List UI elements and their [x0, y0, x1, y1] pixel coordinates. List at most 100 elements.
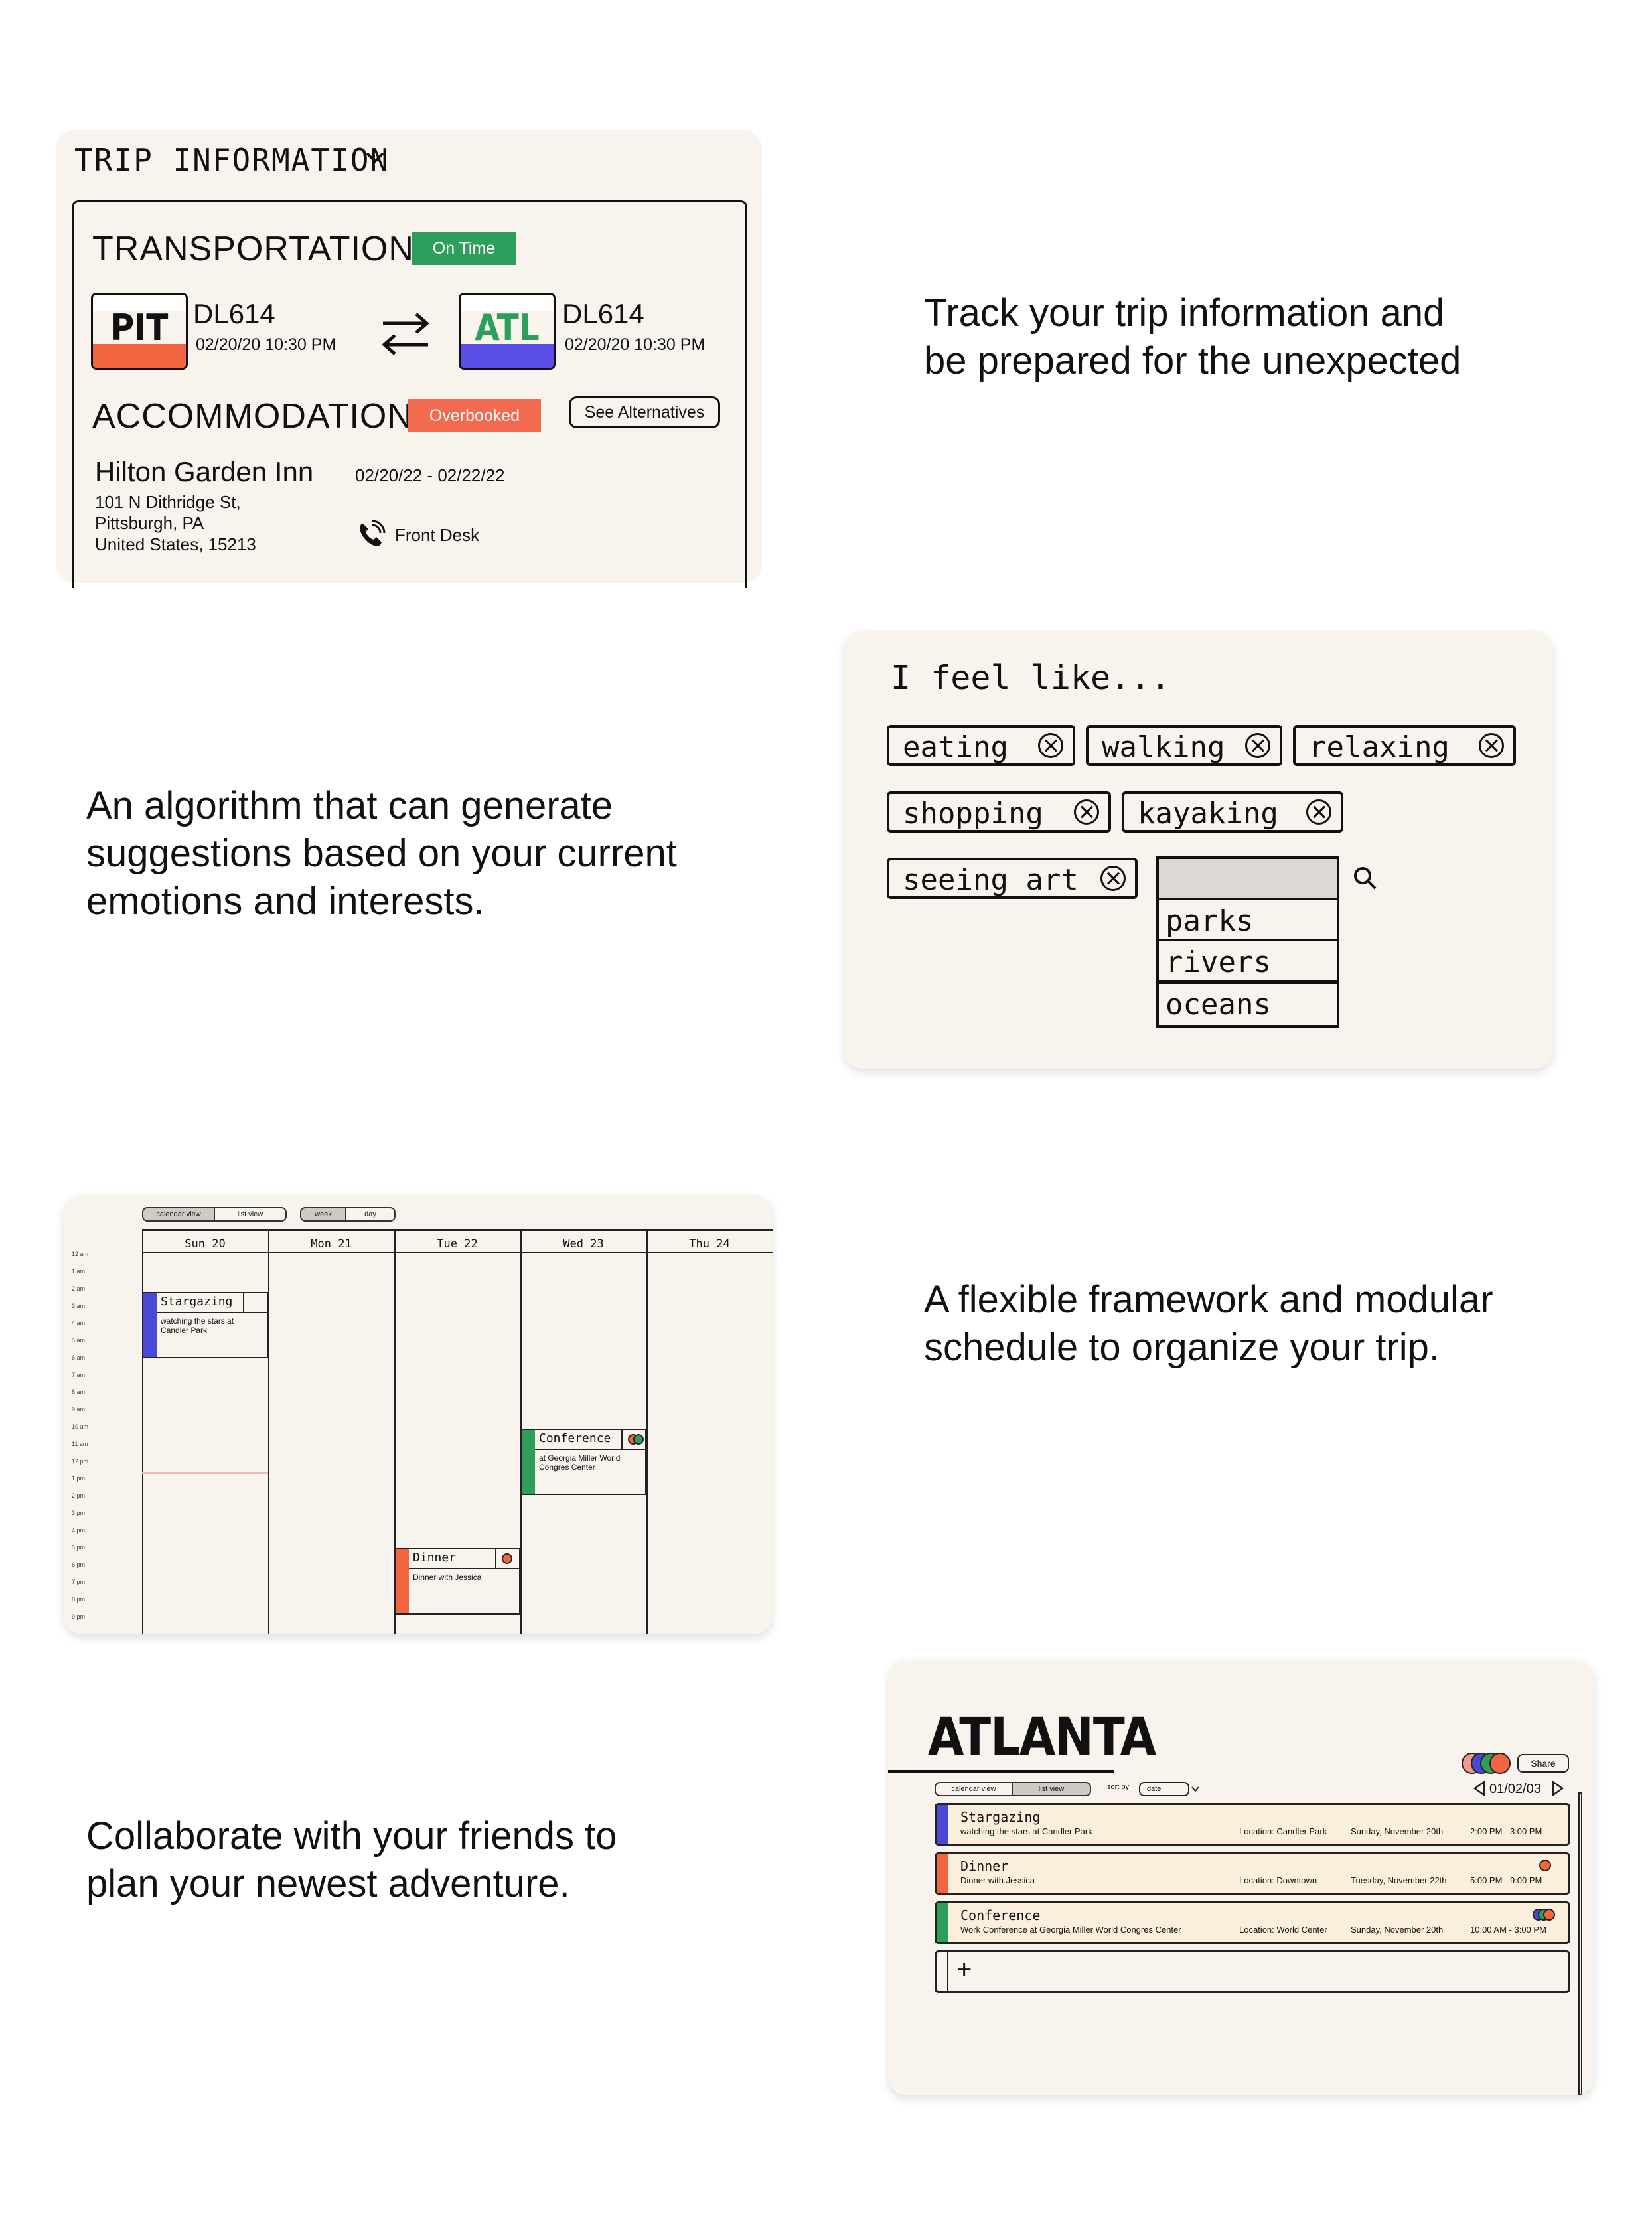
remove-chip-icon[interactable]: [1479, 733, 1504, 758]
add-icon[interactable]: +: [956, 1955, 972, 1984]
search-icon[interactable]: [1351, 864, 1379, 892]
tagline-line: Collaborate with your friends to: [86, 1814, 617, 1858]
destination-airport-icon: ATL: [459, 293, 556, 370]
see-alternatives-button[interactable]: See Alternatives: [569, 396, 720, 428]
scrollbar[interactable]: [1578, 1792, 1582, 2095]
dropdown-option-parks[interactable]: parks: [1156, 898, 1339, 941]
remove-chip-icon[interactable]: [1245, 733, 1270, 758]
hour-label: 4 am: [72, 1320, 86, 1326]
destination-flight-number: DL614: [562, 298, 644, 329]
day-header[interactable]: Wed 23: [563, 1237, 604, 1251]
event-dinner[interactable]: Dinner Dinner with Jessica: [394, 1548, 522, 1615]
city-title: ATLANTA: [928, 1707, 1156, 1767]
hour-label: 4 pm: [72, 1527, 86, 1534]
calendar-view-tab[interactable]: calendar view: [142, 1207, 215, 1222]
accommodation-title: ACCOMMODATION: [92, 397, 413, 436]
day-header[interactable]: Tue 22: [437, 1237, 478, 1251]
remove-chip-icon[interactable]: [1100, 866, 1126, 891]
tagline-trip-info: Track your trip information and be prepa…: [924, 289, 1461, 385]
header-divider: [142, 1252, 773, 1253]
hour-label: 3 pm: [72, 1510, 86, 1516]
add-event-button[interactable]: +: [935, 1950, 1570, 1993]
remove-chip-icon[interactable]: [1038, 733, 1063, 758]
collaborator-avatar[interactable]: [1489, 1753, 1511, 1774]
header-divider: [142, 1229, 773, 1231]
tagline-line: schedule to organize your trip.: [924, 1326, 1440, 1369]
share-button[interactable]: Share: [1517, 1754, 1569, 1773]
next-date-icon[interactable]: [1550, 1781, 1565, 1796]
tagline-line: An algorithm that can generate: [86, 784, 613, 827]
hour-label: 5 pm: [72, 1544, 86, 1551]
dropdown-option-oceans[interactable]: oceans: [1156, 981, 1339, 1028]
hour-label: 2 am: [72, 1285, 86, 1292]
origin-airport-code: PIT: [110, 307, 169, 349]
trip-list-card: ATLANTA Share calendar view list view so…: [888, 1660, 1594, 2095]
on-time-badge: On Time: [412, 232, 516, 265]
hour-label: 9 am: [72, 1406, 86, 1413]
hour-label: 7 am: [72, 1372, 86, 1378]
list-row-dinner[interactable]: Dinner Dinner with Jessica Location: Dow…: [935, 1852, 1570, 1895]
day-divider: [268, 1229, 269, 1634]
day-header[interactable]: Sun 20: [185, 1237, 226, 1251]
hour-label: 5 am: [72, 1337, 86, 1344]
trip-information-header[interactable]: TRIP INFORMATION: [74, 142, 390, 178]
mood-selector-card: I feel like... eating walking relaxing s…: [844, 631, 1553, 1069]
hour-label: 9 pm: [72, 1613, 86, 1620]
week-tab[interactable]: week: [300, 1207, 346, 1222]
dropdown-option-rivers[interactable]: rivers: [1156, 939, 1339, 983]
trip-details-panel: TRANSPORTATION On Time PIT DL614 02/20/2…: [72, 200, 747, 588]
tagline-line: suggestions based on your current: [86, 832, 677, 875]
chevron-down-icon[interactable]: [1191, 1784, 1200, 1794]
hour-label: 12 pm: [72, 1458, 89, 1465]
hotel-address-line3: United States, 15213: [95, 534, 256, 554]
day-header[interactable]: Thu 24: [689, 1237, 730, 1251]
hour-label: 3 am: [72, 1303, 86, 1309]
day-header[interactable]: Mon 21: [311, 1237, 352, 1251]
tagline-framework: A flexible framework and modular schedul…: [924, 1276, 1493, 1372]
hotel-address-line1: 101 N Dithridge St,: [95, 492, 241, 512]
attendee-icon: [1543, 1909, 1555, 1921]
origin-airport-icon: PIT: [91, 293, 188, 370]
calendar-view-tab[interactable]: calendar view: [935, 1782, 1013, 1796]
day-divider: [142, 1229, 143, 1634]
tagline-line: emotions and interests.: [86, 880, 485, 923]
event-stargazing[interactable]: Stargazing watching the stars at Candler…: [142, 1292, 269, 1358]
chip-shopping[interactable]: shopping: [887, 791, 1111, 832]
tagline-line: be prepared for the unexpected: [924, 339, 1462, 382]
chip-kayaking[interactable]: kayaking: [1122, 791, 1343, 832]
day-tab[interactable]: day: [345, 1207, 396, 1222]
list-view-tab[interactable]: list view: [214, 1207, 287, 1222]
list-view-tab[interactable]: list view: [1012, 1782, 1091, 1796]
chip-walking[interactable]: walking: [1086, 725, 1282, 766]
front-desk-link[interactable]: Front Desk: [395, 525, 480, 545]
event-conference[interactable]: Conference at Georgia Miller World Congr…: [520, 1429, 648, 1495]
hour-label: 1 pm: [72, 1475, 86, 1482]
remove-chip-icon[interactable]: [1074, 799, 1099, 825]
hour-label: 2 pm: [72, 1492, 86, 1499]
chip-eating[interactable]: eating: [887, 725, 1075, 766]
chip-relaxing[interactable]: relaxing: [1293, 725, 1516, 766]
tagline-line: Track your trip information and: [924, 291, 1445, 335]
chevron-down-icon[interactable]: [365, 147, 385, 167]
mood-prompt: I feel like...: [891, 659, 1171, 697]
sort-select[interactable]: date: [1139, 1782, 1189, 1796]
origin-flight-datetime: 02/20/20 10:30 PM: [196, 335, 337, 354]
phone-icon[interactable]: [356, 520, 386, 549]
hour-label: 8 am: [72, 1389, 86, 1395]
list-row-conference[interactable]: Conference Work Conference at Georgia Mi…: [935, 1901, 1570, 1944]
trip-information-card: TRIP INFORMATION TRANSPORTATION On Time …: [56, 130, 762, 588]
hour-label: 1 am: [72, 1268, 86, 1275]
transportation-title: TRANSPORTATION: [92, 230, 414, 268]
hotel-name: Hilton Garden Inn: [95, 456, 314, 487]
remove-chip-icon[interactable]: [1306, 799, 1331, 825]
chip-seeing-art[interactable]: seeing art: [887, 858, 1138, 899]
current-time-line: [142, 1472, 268, 1474]
list-row-stargazing[interactable]: Stargazing watching the stars at Candler…: [935, 1803, 1570, 1846]
destination-airport-code: ATL: [475, 307, 540, 349]
calendar-week-card: calendar view list view week day Sun 20 …: [64, 1195, 773, 1634]
destination-flight-datetime: 02/20/20 10:30 PM: [565, 335, 706, 354]
previous-date-icon[interactable]: [1472, 1781, 1487, 1796]
hour-label: 6 am: [72, 1354, 86, 1361]
overbooked-badge: Overbooked: [408, 399, 541, 432]
mood-search-input[interactable]: [1156, 856, 1339, 900]
